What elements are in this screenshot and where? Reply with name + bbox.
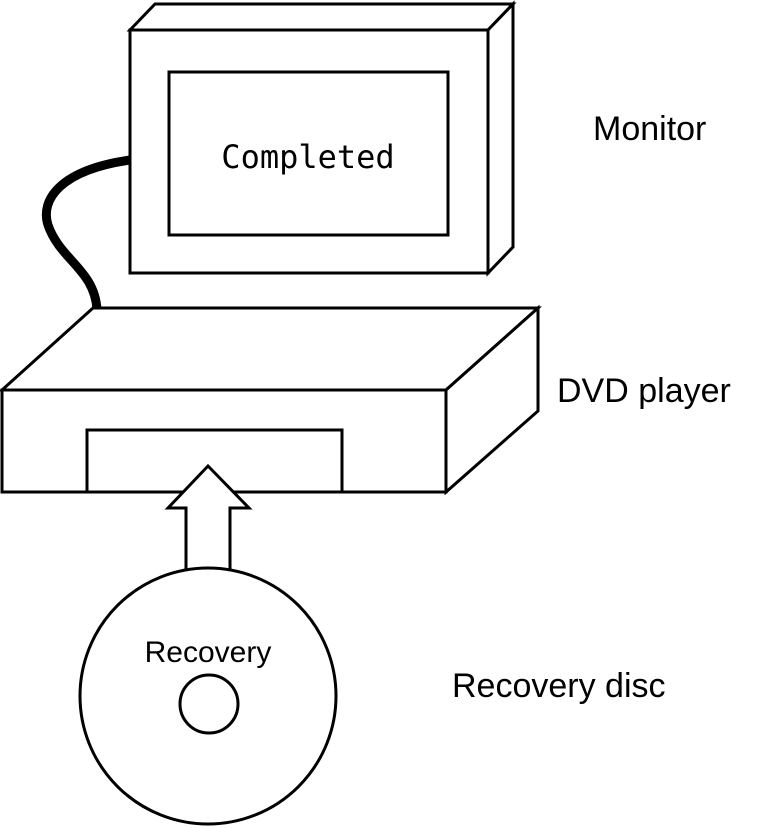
monitor: Completed — [130, 4, 513, 273]
recovery-disc-label: Recovery disc — [452, 667, 666, 705]
dvd-player — [2, 308, 538, 492]
dvd-player-front — [2, 390, 446, 492]
monitor-side-face — [488, 4, 513, 273]
disc-center-hole — [180, 675, 238, 733]
recovery-disc: Recovery — [80, 568, 336, 824]
monitor-screen-text: Completed — [221, 138, 394, 176]
monitor-cable — [46, 160, 130, 310]
monitor-label: Monitor — [593, 110, 706, 148]
dvd-player-label: DVD player — [557, 372, 731, 410]
disc-label: Recovery — [145, 636, 272, 669]
monitor-top-face — [130, 4, 513, 30]
